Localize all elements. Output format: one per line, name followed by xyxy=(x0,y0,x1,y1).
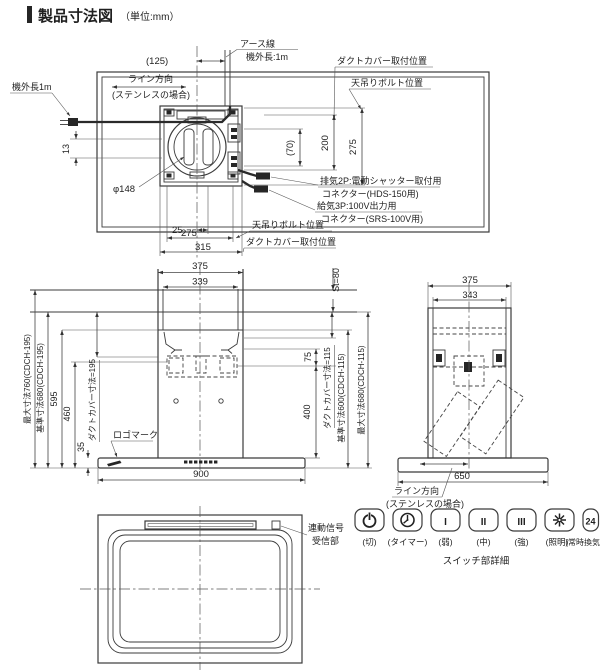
cord-length-label: 機外長1m xyxy=(12,81,52,92)
dim-35: 35 xyxy=(76,442,86,452)
supply-connector-label1: 給気3P:100V出力用 xyxy=(317,200,397,211)
caption-light: (照明) xyxy=(546,537,569,547)
dim-max-height-right: 最大寸法680(CDCH-115) xyxy=(356,345,366,435)
dim-315: 315 xyxy=(195,242,211,253)
switch-symbol-24h: 24 xyxy=(585,517,595,527)
switch-strip xyxy=(144,520,257,530)
vent-strip xyxy=(184,460,218,464)
side-view: 375 343 ライン方向 (ステンレスの場合) 650 xyxy=(386,275,549,509)
page-title: 製品寸法図 xyxy=(37,7,113,25)
filter-panel-swing-2 xyxy=(459,379,525,455)
base-plate-front xyxy=(97,457,306,469)
dim-duct-cover-right: ダクトカバー寸法=115 xyxy=(322,347,332,429)
logo-label: ロゴマーク xyxy=(113,429,158,440)
filter-panel-swing-1 xyxy=(423,390,481,458)
plug-icon xyxy=(68,118,78,126)
bolt-position-bottom: 天吊りボルト位置 xyxy=(252,219,324,230)
dim-275-right: 275 xyxy=(348,139,359,155)
duct-cover-position-top: ダクトカバー取付位置 xyxy=(337,55,427,66)
dim-343: 343 xyxy=(462,290,477,300)
dim-339: 339 xyxy=(192,277,208,288)
dim-900: 900 xyxy=(193,469,209,480)
connector-exhaust xyxy=(256,172,270,180)
switch-button-light xyxy=(544,508,575,532)
switch-symbol-mid: II xyxy=(481,517,487,528)
logo-mark xyxy=(107,460,122,467)
switch-symbol-low: I xyxy=(444,517,447,528)
dim-275-bottom: 275 xyxy=(181,228,197,239)
receiver-label-2: 受信部 xyxy=(312,535,339,546)
power-icon xyxy=(362,512,377,528)
svg-text:(ステンレスの場合): (ステンレスの場合) xyxy=(112,89,190,100)
dim-base-height-left: 基準寸法680(CDCH-195) xyxy=(35,343,45,433)
hood-unit-outline xyxy=(159,105,243,187)
caption-off: (切) xyxy=(362,537,376,547)
receiver-label-1: 連動信号 xyxy=(308,522,344,533)
switch-detail: I II III 24 (切) (タイマー) (弱) (中) (強) (照明) … xyxy=(354,508,600,567)
title-block: 製品寸法図 （単位:mm） xyxy=(27,6,179,25)
dim-st80: St=80 xyxy=(331,268,341,292)
earth-length-label: 機外長:1m xyxy=(246,51,288,62)
svg-text:(ステンレスの場合): (ステンレスの場合) xyxy=(386,498,464,509)
caption-low: (弱) xyxy=(438,537,452,547)
dim-base-height-right: 基準寸法600(CDCH-115) xyxy=(336,353,346,443)
caption-high: (強) xyxy=(514,537,528,547)
switch-button-24h xyxy=(582,508,600,532)
ceiling-panel-outer xyxy=(96,71,490,233)
light-icon xyxy=(553,513,566,527)
caption-timer: (タイマー) xyxy=(388,537,428,547)
bottom-view: 連動信号 受信部 xyxy=(80,506,344,670)
bolt-position-top: 天吊りボルト位置 xyxy=(351,77,423,88)
dim-400: 400 xyxy=(302,404,312,419)
switch-button-off xyxy=(354,508,385,532)
dim-75: 75 xyxy=(303,352,313,362)
switch-button-low xyxy=(430,508,461,532)
caption-24h: (常時換気) xyxy=(565,537,600,547)
dim-max-height-left: 最大寸法760(CDCH-195) xyxy=(22,334,32,424)
title-bar xyxy=(27,6,32,23)
connector-supply xyxy=(254,185,268,193)
dim-13: 13 xyxy=(61,144,71,154)
earth-line-label: アース線 xyxy=(240,38,275,49)
signal-receiver xyxy=(271,520,281,530)
exhaust-connector-label1: 排気2P:電動シャッター取付用 xyxy=(320,175,442,186)
switch-button-high xyxy=(506,508,537,532)
internal-duct-dashed xyxy=(166,355,238,378)
dim-460: 460 xyxy=(62,406,72,421)
switch-button-timer xyxy=(392,508,423,532)
caption-mid: (中) xyxy=(476,537,490,547)
timer-icon xyxy=(400,512,415,528)
dim-25: 25 xyxy=(172,225,183,236)
dim-duct-cover-left: ダクトカバー寸法=195 xyxy=(87,358,97,441)
dim-595: 595 xyxy=(49,391,59,406)
exhaust-connector-label2: コネクター(HDS-150用) xyxy=(322,189,419,199)
top-view: (125) アース線 機外長:1m 機外長1m ライン方向 (ステンレスの場合)… xyxy=(10,38,490,258)
dim-70: (70) xyxy=(285,140,295,156)
base-plate-side xyxy=(397,457,549,473)
dim-375-side: 375 xyxy=(462,275,478,286)
duct-cover-position-bottom: ダクトカバー取付位置 xyxy=(246,236,336,247)
dim-125: (125) xyxy=(146,56,168,67)
line-direction-label: ライン方向 xyxy=(128,73,173,84)
ceiling-panel-inner xyxy=(101,76,485,228)
page-title-unit: （単位:mm） xyxy=(120,10,179,23)
dim-200: 200 xyxy=(320,135,331,151)
front-view: St=80 375 339 ロ xyxy=(22,261,372,484)
line-direction-label-side: ライン方向 xyxy=(394,485,439,496)
supply-connector-label2: コネクター(SRS-100V用) xyxy=(321,214,423,224)
corner-bolt-pads xyxy=(163,108,239,180)
power-cord xyxy=(60,106,232,126)
dim-650: 650 xyxy=(454,471,470,482)
switch-button-mid xyxy=(468,508,499,532)
connector-cables xyxy=(237,168,319,211)
side-body xyxy=(427,307,512,459)
switch-symbol-high: III xyxy=(517,517,526,528)
switch-detail-title: スイッチ部詳細 xyxy=(443,555,510,567)
phi-148-label: φ148 xyxy=(113,184,135,195)
